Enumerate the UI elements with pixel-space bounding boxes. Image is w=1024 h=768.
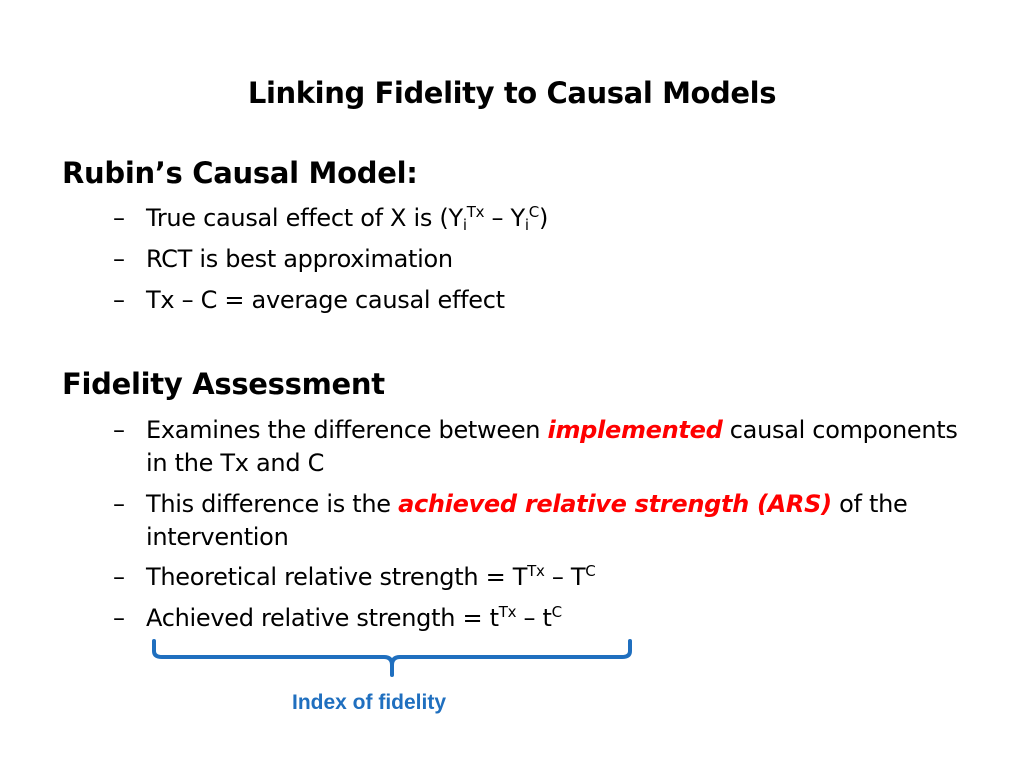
section-heading-fidelity: Fidelity Assessment [62,367,385,401]
bullet-dash: – [113,604,125,632]
bullet-dash: – [113,416,125,444]
bullet-dash: – [113,490,125,518]
bullet-dash: – [113,245,125,273]
bullet-text: This difference is the achieved relative… [146,490,908,551]
bullet-text: Tx – C = average causal effect [146,286,505,314]
bullet-average-causal-effect: – Tx – C = average causal effect [113,284,973,317]
bullet-dash: – [113,286,125,314]
section-heading-rubin: Rubin’s Causal Model: [62,156,418,190]
index-of-fidelity-label: Index of fidelity [292,691,447,714]
bullet-text: RCT is best approximation [146,245,453,273]
bullet-dash: – [113,563,125,591]
bullet-text: Achieved relative strength = tTx – tC [146,603,562,632]
bullet-true-causal-effect: – True causal effect of X is (YiTx – YiC… [113,202,973,235]
bullet-examines-difference: – Examines the difference between implem… [113,414,973,480]
bullet-text: Examines the difference between implemen… [146,416,958,477]
slide-title: Linking Fidelity to Causal Models [247,76,777,110]
emphasis-ars: achieved relative strength (ARS) [398,490,832,518]
bullet-dash: – [113,204,125,232]
bullet-theoretical-strength: – Theoretical relative strength = TTx – … [113,561,973,594]
emphasis-implemented: implemented [547,416,723,444]
bullet-achieved-strength: – Achieved relative strength = tTx – tC [113,602,973,635]
bullet-ars: – This difference is the achieved relati… [113,488,973,554]
bullet-text: True causal effect of X is (YiTx – YiC) [146,203,549,234]
curly-brace-icon [152,639,632,677]
bullet-text: Theoretical relative strength = TTx – TC [146,562,596,591]
bullet-rct: – RCT is best approximation [113,243,973,276]
